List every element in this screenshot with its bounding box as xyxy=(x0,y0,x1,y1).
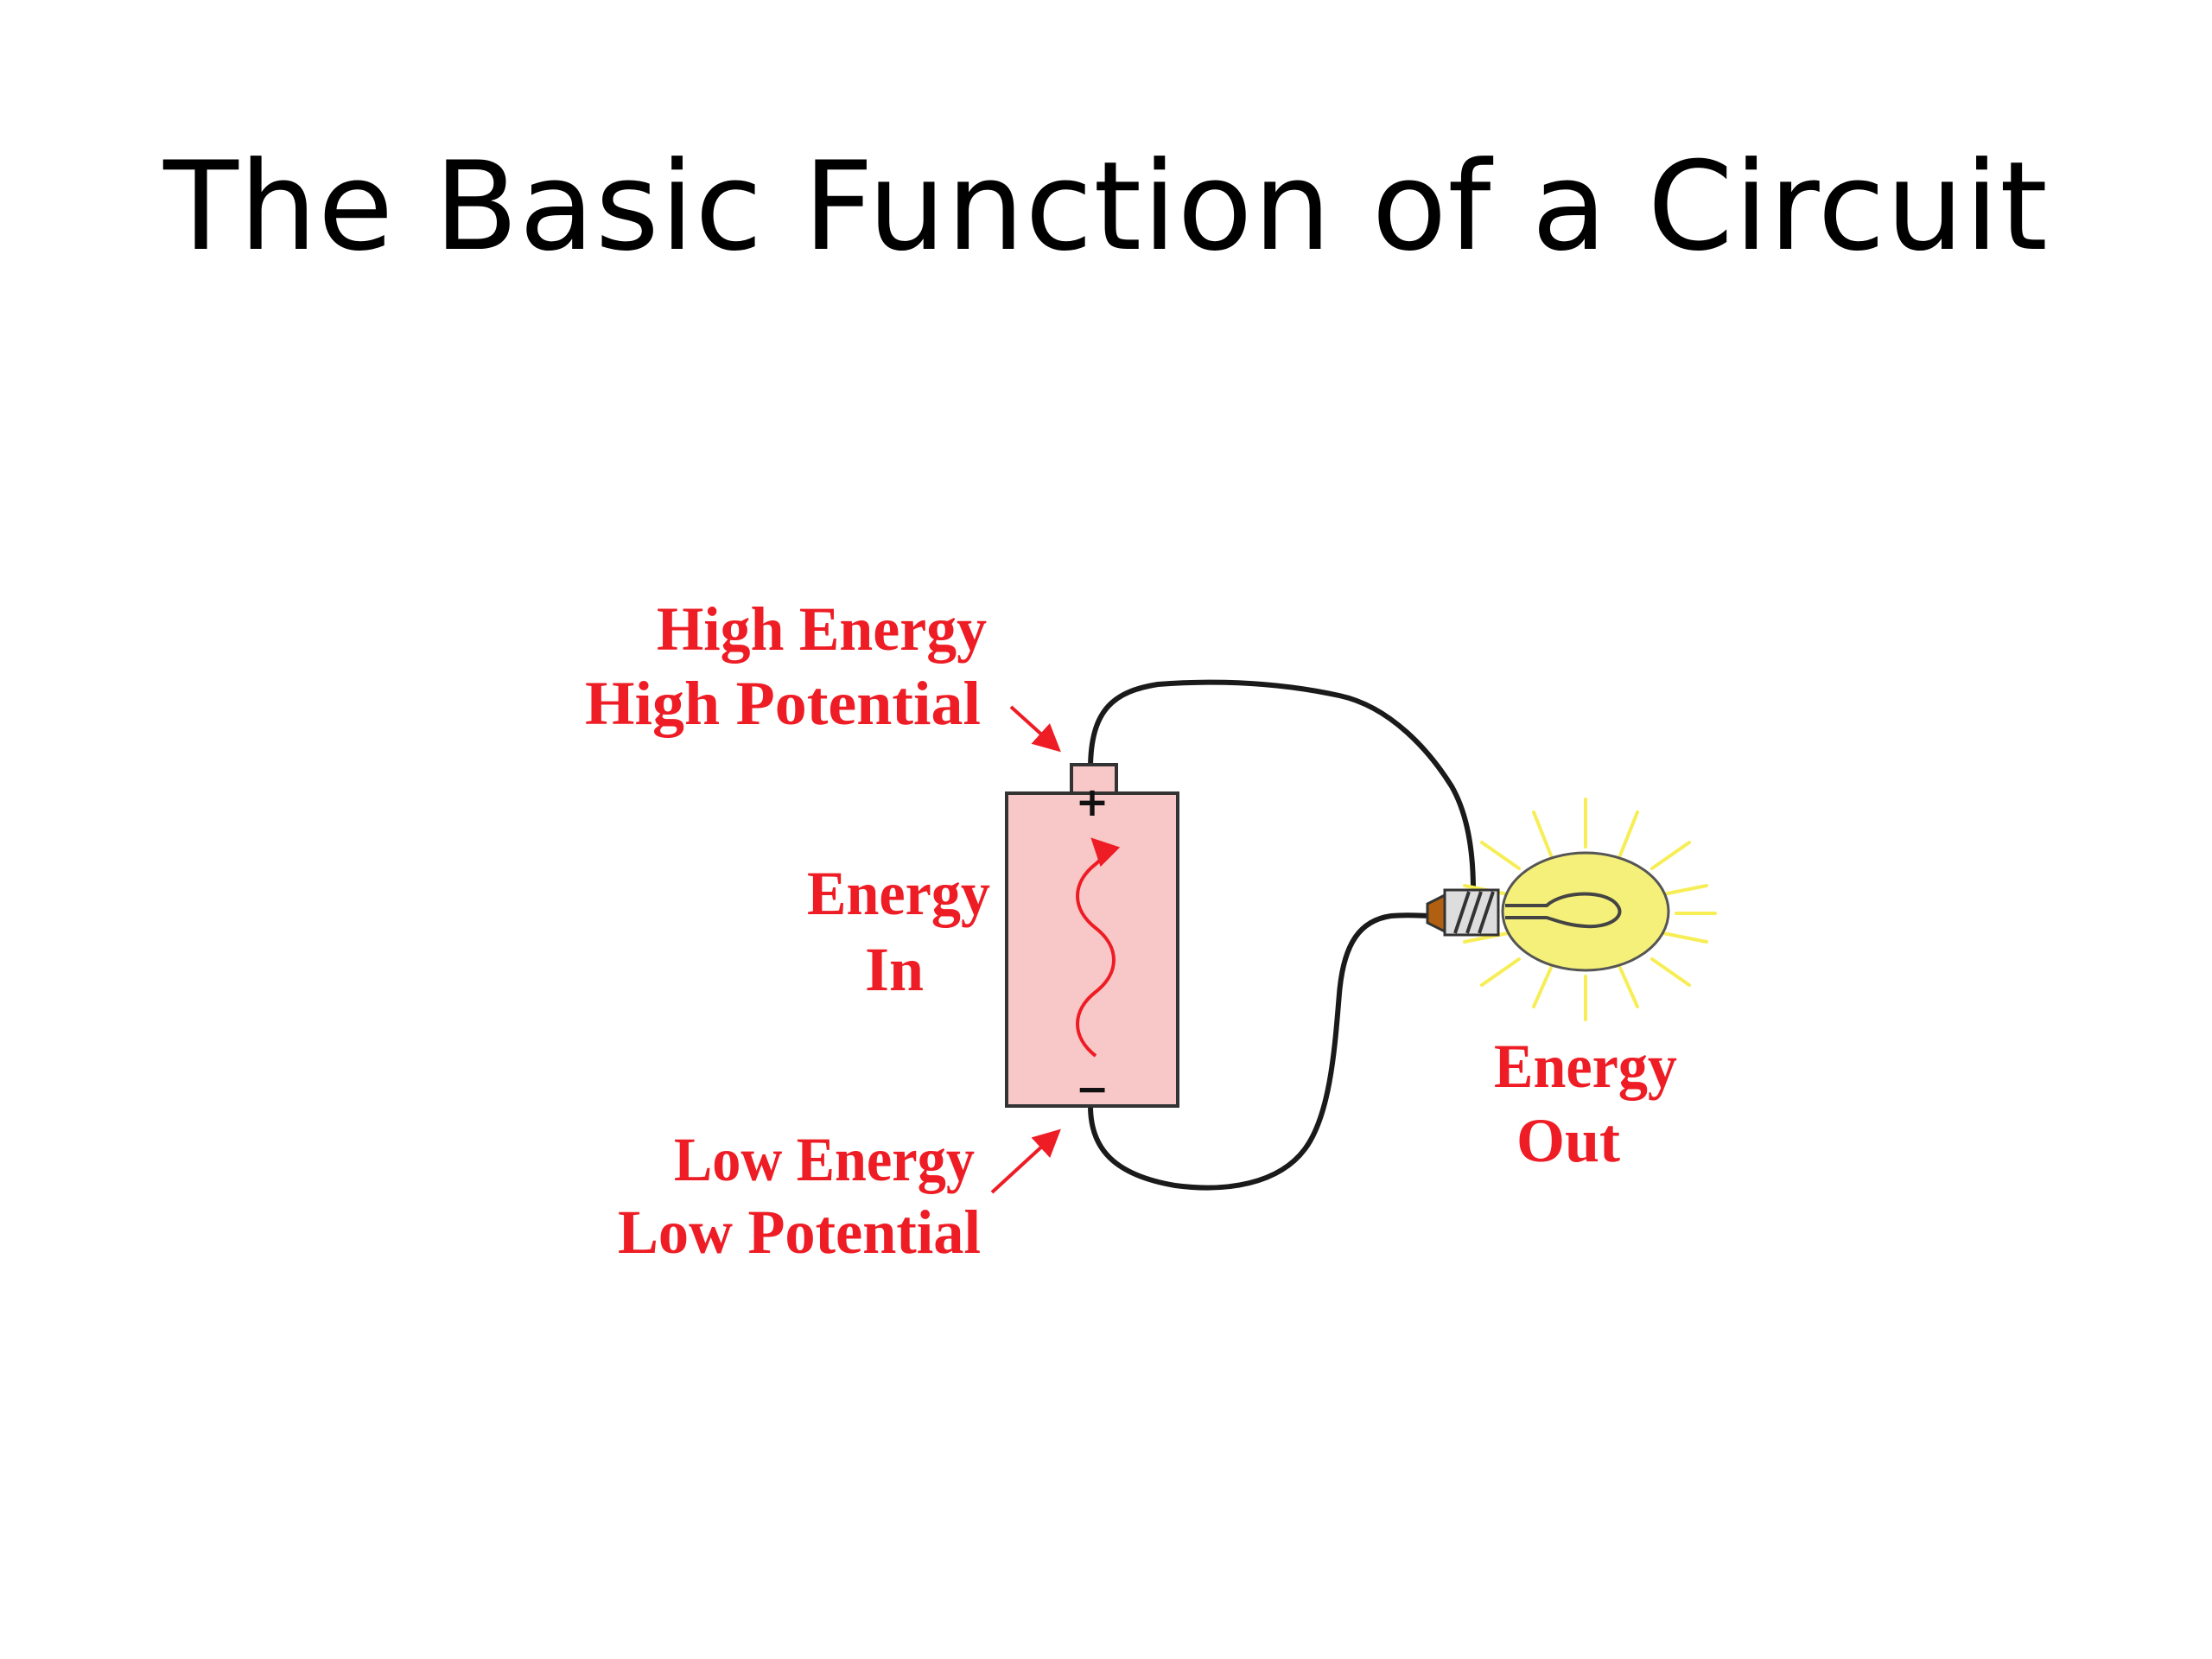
bulb-glass xyxy=(1501,851,1670,972)
bulb-contact-tip xyxy=(1426,893,1446,934)
energy-out-label-line1: Energy xyxy=(1494,1032,1677,1101)
low-potential-arrow xyxy=(990,1128,1061,1194)
glow-rays xyxy=(1463,798,1717,1021)
energy-in-label-line1: Energy xyxy=(807,859,990,928)
battery-body xyxy=(1005,791,1179,1108)
wire-top xyxy=(1088,679,1476,893)
positive-terminal-symbol: + xyxy=(1076,779,1109,825)
energy-in-label-line2: In xyxy=(865,935,924,1004)
energy-out-label-line2: Out xyxy=(1516,1106,1620,1175)
low-potential-label: Low Potential xyxy=(618,1198,981,1267)
bulb-filament xyxy=(1505,892,1622,929)
energy-wave-arrow xyxy=(1076,837,1121,1058)
light-bulb xyxy=(1426,798,1717,1021)
wire-bottom xyxy=(1088,912,1437,1191)
negative-terminal-symbol: − xyxy=(1076,1065,1109,1112)
slide-title: The Basic Function of a Circuit xyxy=(163,136,2049,278)
high-potential-arrow xyxy=(1009,705,1061,753)
screw-threads xyxy=(1453,891,1495,934)
high-energy-label: High Energy xyxy=(657,594,987,664)
battery-positive-cap xyxy=(1070,763,1118,797)
battery: + − xyxy=(1005,763,1179,1112)
high-potential-label: High Potential xyxy=(585,669,981,738)
low-energy-label: Low Energy xyxy=(674,1125,975,1194)
